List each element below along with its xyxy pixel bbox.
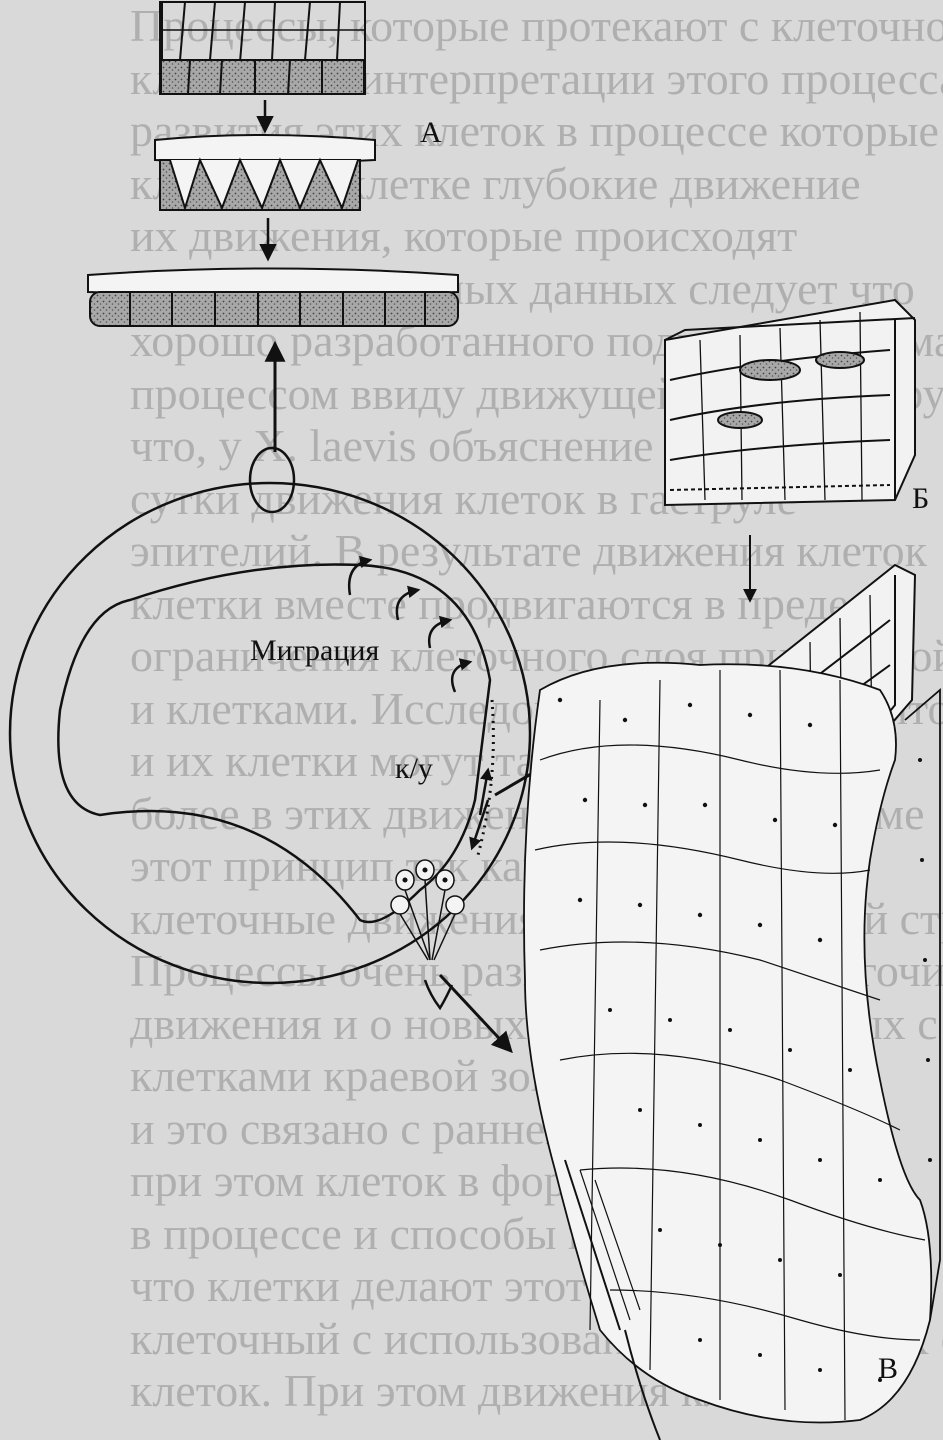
- arrow-to-c: [440, 975, 510, 1050]
- label-panel-a: А: [420, 116, 442, 149]
- migration-arrows: [349, 560, 470, 692]
- panel-a-tissue-stage-3: [88, 269, 458, 327]
- animal-pole-bulge: [250, 448, 294, 512]
- label-panel-c: В: [878, 1352, 898, 1385]
- label-ku: к/у: [395, 752, 433, 785]
- panel-c-cell-sheet: [524, 663, 940, 1423]
- bottle-cell-cluster: [391, 860, 464, 960]
- ku-arrow-down: [472, 800, 488, 848]
- label-migration: Миграция: [250, 634, 379, 667]
- panel-b-tissue-block-1: [665, 300, 915, 505]
- panel-a-tissue-stage-1: [160, 2, 365, 94]
- panel-a-tissue-stage-2: [155, 135, 375, 210]
- embryo-section: [10, 448, 530, 1008]
- label-panel-b: Б: [912, 482, 929, 515]
